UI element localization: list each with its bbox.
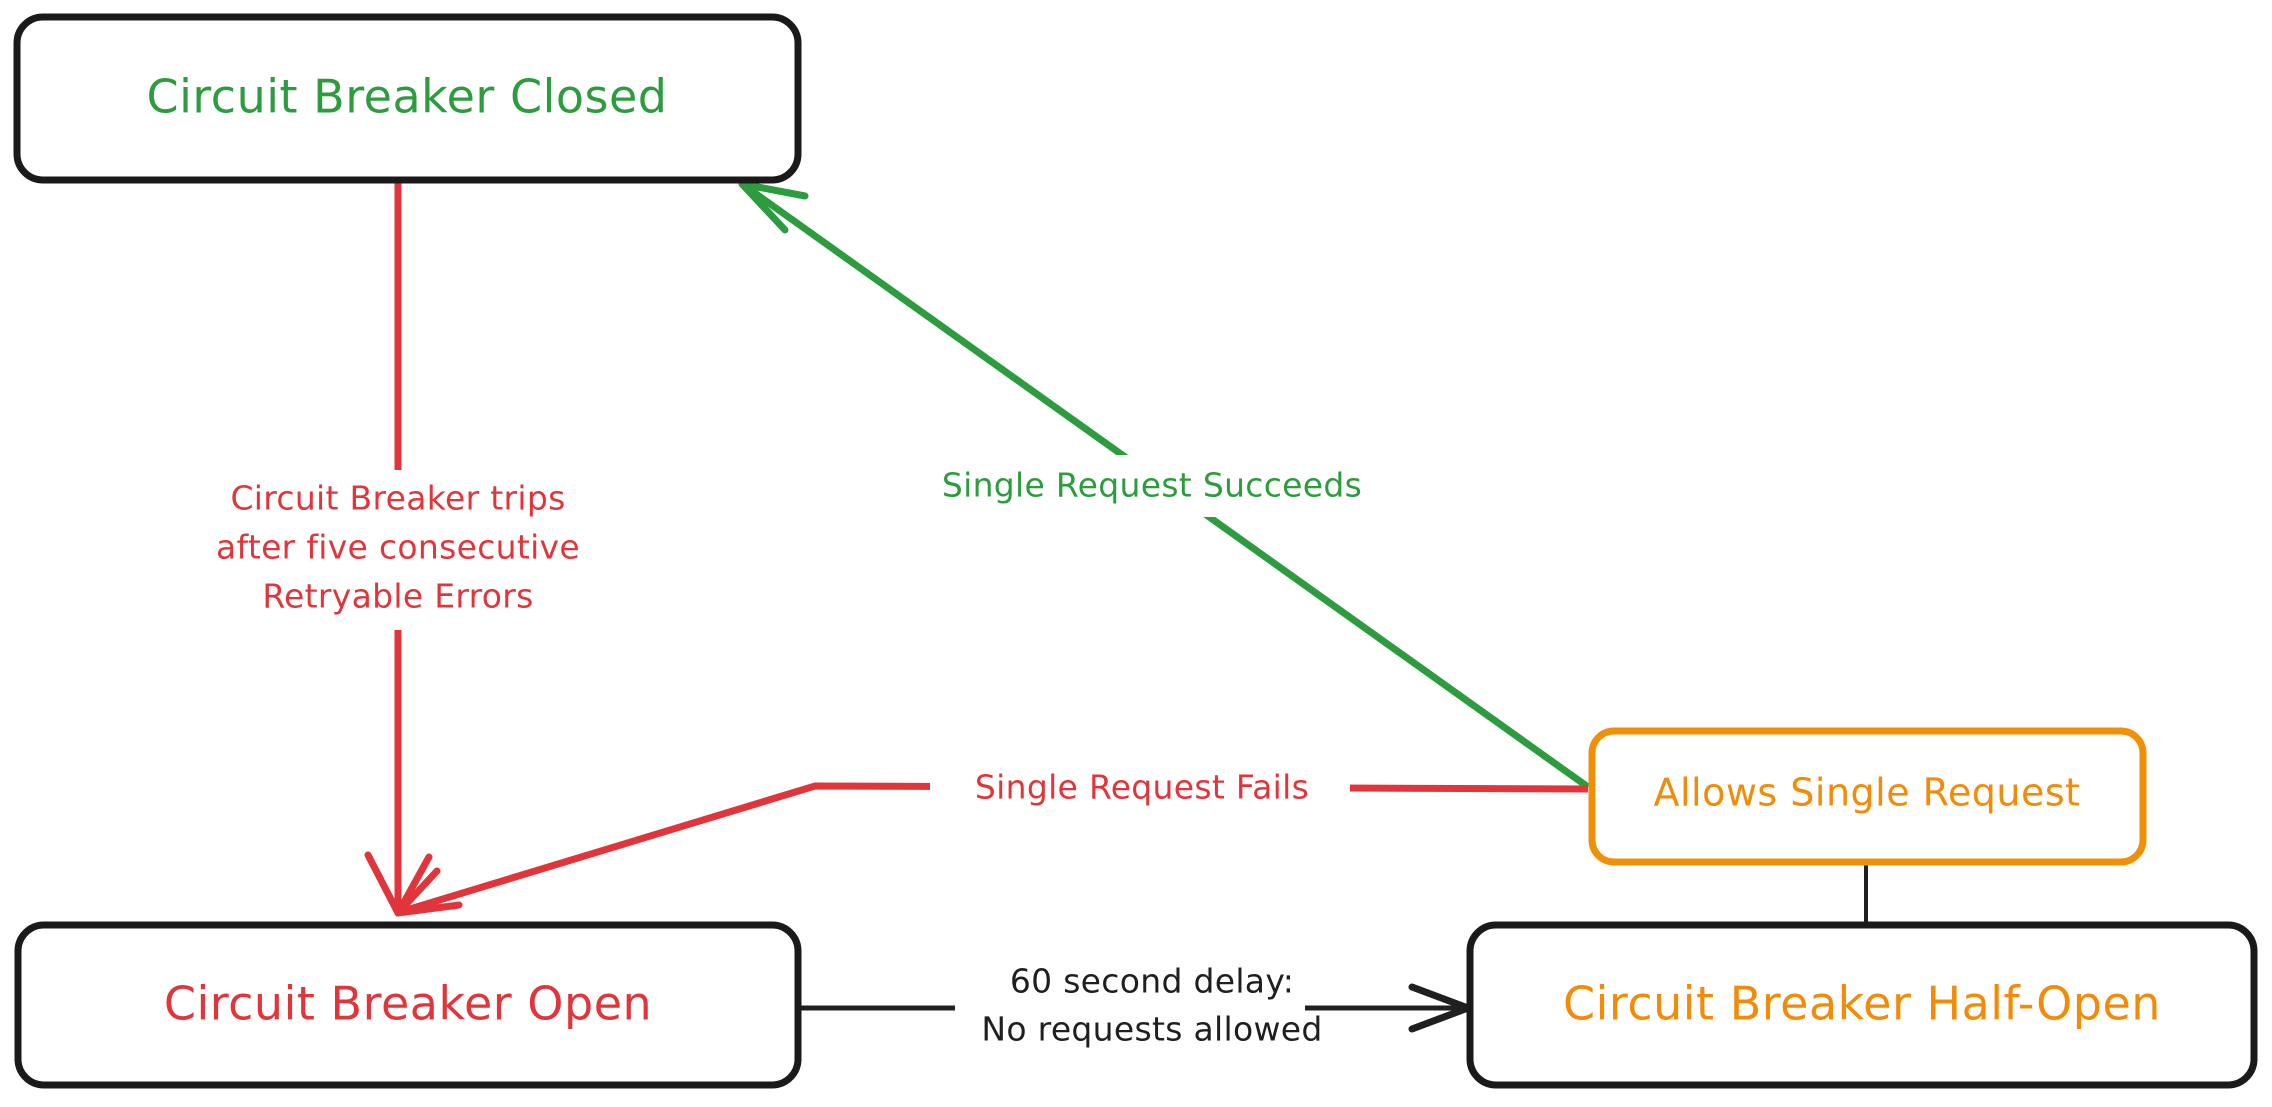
edge-open-to-half-open-label-line-2: No requests allowed [981,1010,1322,1049]
node-circuit-breaker-half-open-box [1466,921,2258,1089]
node-circuit-breaker-closed-box [13,13,802,184]
node-circuit-breaker-open[interactable]: Circuit Breaker Open [14,921,802,1089]
node-circuit-breaker-closed-label: Circuit Breaker Closed [147,70,668,124]
node-allows-single-request-box [1588,727,2147,866]
edge-allows-to-open-arrowhead [394,867,463,917]
node-circuit-breaker-half-open-label: Circuit Breaker Half-Open [1563,977,2161,1031]
node-circuit-breaker-half-open[interactable]: Circuit Breaker Half-Open [1466,921,2258,1089]
edge-allows-to-open-label: Single Request Fails [975,768,1309,807]
edge-closed-to-open[interactable]: Circuit Breaker trips after five consecu… [170,182,630,917]
edge-closed-to-open-label-line-2: after five consecutive [216,528,580,567]
edge-allows-to-open-label-bg [930,760,1350,816]
edge-allows-to-closed-arrowhead [738,180,809,234]
edge-open-to-half-open[interactable]: 60 second delay: No requests allowed [800,962,1472,1049]
edge-allows-to-closed-label: Single Request Succeeds [942,466,1362,505]
node-allows-single-request[interactable]: Allows Single Request [1588,727,2147,866]
edge-open-to-half-open-arrowhead [1408,983,1472,1033]
edge-open-to-half-open-label-line-1: 60 second delay: [1010,962,1294,1001]
node-circuit-breaker-closed[interactable]: Circuit Breaker Closed [13,13,802,184]
edge-closed-to-open-label-line-1: Circuit Breaker trips [230,479,565,518]
edge-closed-to-open-label-line-3: Retryable Errors [262,577,533,616]
edge-allows-to-open[interactable]: Single Request Fails [394,760,1589,917]
edge-closed-to-open-label-bg [170,470,630,630]
node-allows-single-request-label: Allows Single Request [1653,771,2080,815]
node-circuit-breaker-open-box [14,921,802,1089]
node-circuit-breaker-open-label: Circuit Breaker Open [164,977,652,1031]
edge-allows-to-closed[interactable]: Single Request Succeeds [738,180,1591,790]
edge-allows-to-closed-label-bg [900,455,1400,517]
